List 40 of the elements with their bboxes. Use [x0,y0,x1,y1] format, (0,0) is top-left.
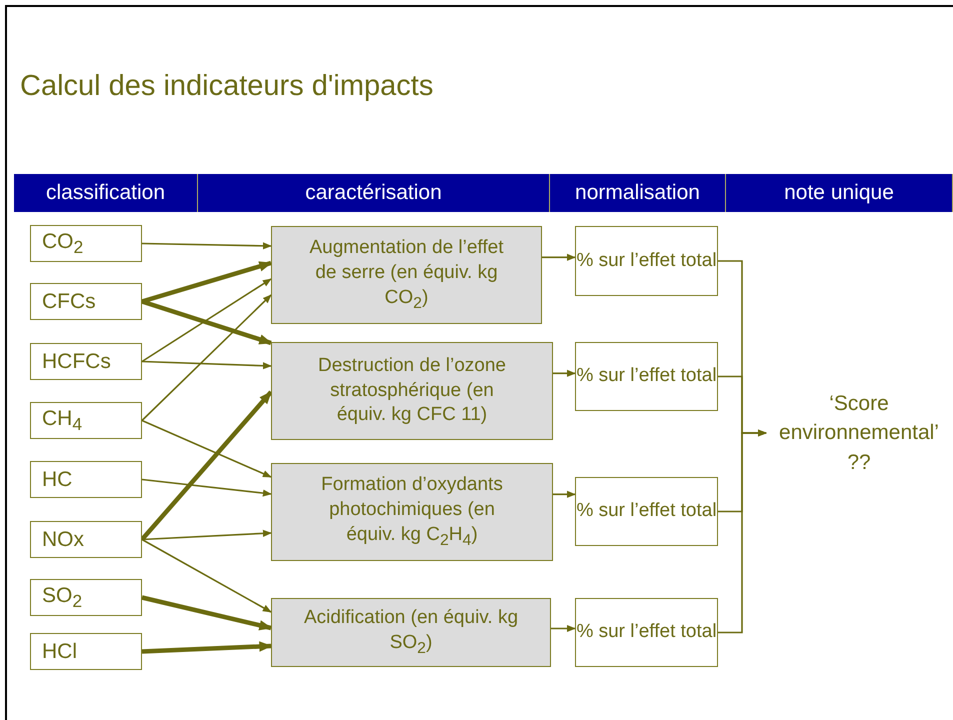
column-header: note unique [726,174,953,212]
slide-title: Calcul des indicateurs d'impacts [20,70,434,103]
arrow [141,260,272,304]
normalisation-box: % sur l’effet total [575,598,718,667]
arrow [141,299,272,346]
arrow [542,254,576,261]
arrow [142,242,272,250]
score-label: ‘Score environnemental’ ?? [778,390,940,476]
arrow [551,624,576,632]
substance-box: CH$_{4}$ [30,402,142,439]
impact-category-box: Formation d’oxydants photochimiques (en équiv. kg C$_{2}$H$_{4}$) [271,463,553,561]
normalisation-box: % sur l’effet total [575,342,718,411]
impact-category-box: Destruction de l’ozone stratosphérique (en équiv. kg CFC 11) [271,342,553,440]
normalisation-box: % sur l’effet total [575,226,718,296]
arrow [553,370,576,377]
arrow [142,420,272,478]
arrow [718,429,767,634]
arrow [142,360,272,370]
arrow [141,294,272,422]
column-header: caractérisation [198,174,550,212]
arrow [142,538,272,613]
substance-box: CFCs [30,283,142,320]
substance-box: SO$_{2}$ [30,579,142,616]
arrow [140,390,273,541]
substance-box: NOx [30,521,142,558]
impact-category-box: Acidification (en équiv. kg SO$_{2}$) [271,598,551,667]
substance-box: CO$_{2}$ [30,225,142,262]
impact-category-box: Augmentation de l’effet de serre (en équiv. kg CO$_{2}$) [271,226,542,324]
column-header: classification [14,174,198,212]
substance-box: HCl [30,633,142,670]
substance-box: HC [30,461,142,498]
substance-box: HCFCs [30,343,142,380]
arrow [553,490,576,498]
arrow [142,530,272,540]
column-header: normalisation [550,174,726,212]
arrow [142,278,272,362]
arrow [142,478,272,497]
arrow [141,595,272,630]
arrow [142,641,272,654]
normalisation-box: % sur l’effet total [575,477,718,546]
